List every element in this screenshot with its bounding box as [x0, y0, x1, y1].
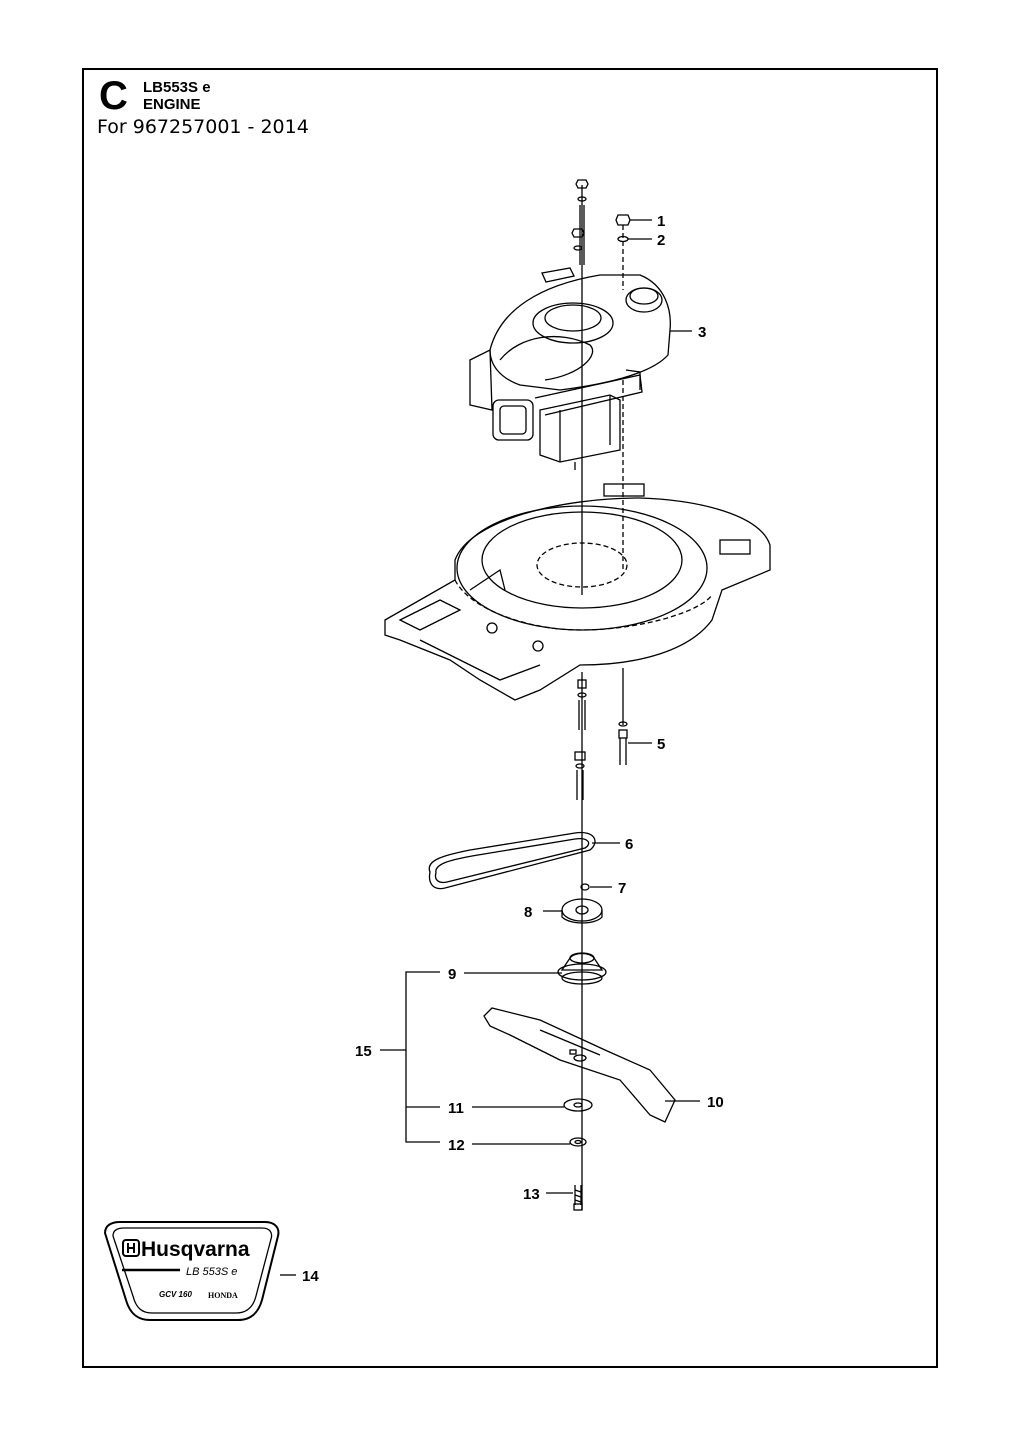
section-name: ENGINE [143, 96, 201, 113]
callout-5: 5 [657, 736, 665, 753]
callout-8: 8 [524, 904, 532, 921]
decal-brand: Husqvarna [141, 1238, 250, 1261]
mower-deck-housing [384, 483, 771, 701]
callout-2: 2 [657, 232, 665, 249]
belt-6 [428, 831, 596, 890]
leader-lines [280, 219, 700, 1276]
callout-12: 12 [448, 1137, 465, 1154]
callout-11: 11 [448, 1100, 464, 1117]
pulley-8 [561, 898, 603, 924]
callout-9: 9 [448, 966, 456, 983]
bolt-5 [618, 721, 628, 765]
callout-6: 6 [625, 836, 633, 853]
engine-3 [469, 267, 671, 470]
husqvarna-crown-icon [122, 1239, 140, 1257]
callout-labels: 1 2 3 5 6 7 8 9 10 11 12 13 14 15 [302, 213, 724, 1285]
model-name: LB553S e [143, 79, 211, 96]
callout-14: 14 [302, 1268, 319, 1285]
drawing-frame [82, 68, 938, 1368]
decal-engine: GCV 160 [159, 1290, 192, 1299]
callout-3: 3 [698, 324, 706, 341]
blade-bolt-13 [573, 1185, 583, 1211]
decal-engine-brand: HONDA [208, 1291, 238, 1300]
washer-12 [569, 1137, 587, 1147]
callout-15: 15 [355, 1043, 372, 1060]
callout-1: 1 [657, 213, 665, 230]
callout-7: 7 [618, 880, 626, 897]
assembly-axis-lines [581, 185, 624, 1210]
engine-studs [571, 179, 589, 265]
blade-10 [483, 1007, 676, 1123]
nut-1 [615, 214, 631, 226]
callout-13: 13 [523, 1186, 540, 1203]
key-7 [580, 883, 590, 891]
serial-range: For 967257001 - 2014 [97, 116, 309, 138]
decal-14 [103, 1221, 280, 1321]
decal-text: Husqvarna LB 553S e GCV 160 HONDA [122, 1238, 250, 1300]
section-letter: C [99, 74, 128, 118]
decal-model: LB 553S e [186, 1266, 237, 1278]
callout-10: 10 [707, 1094, 724, 1111]
washer-11 [563, 1098, 593, 1112]
blade-hub-9 [557, 952, 607, 985]
deck-bolts [574, 679, 587, 800]
